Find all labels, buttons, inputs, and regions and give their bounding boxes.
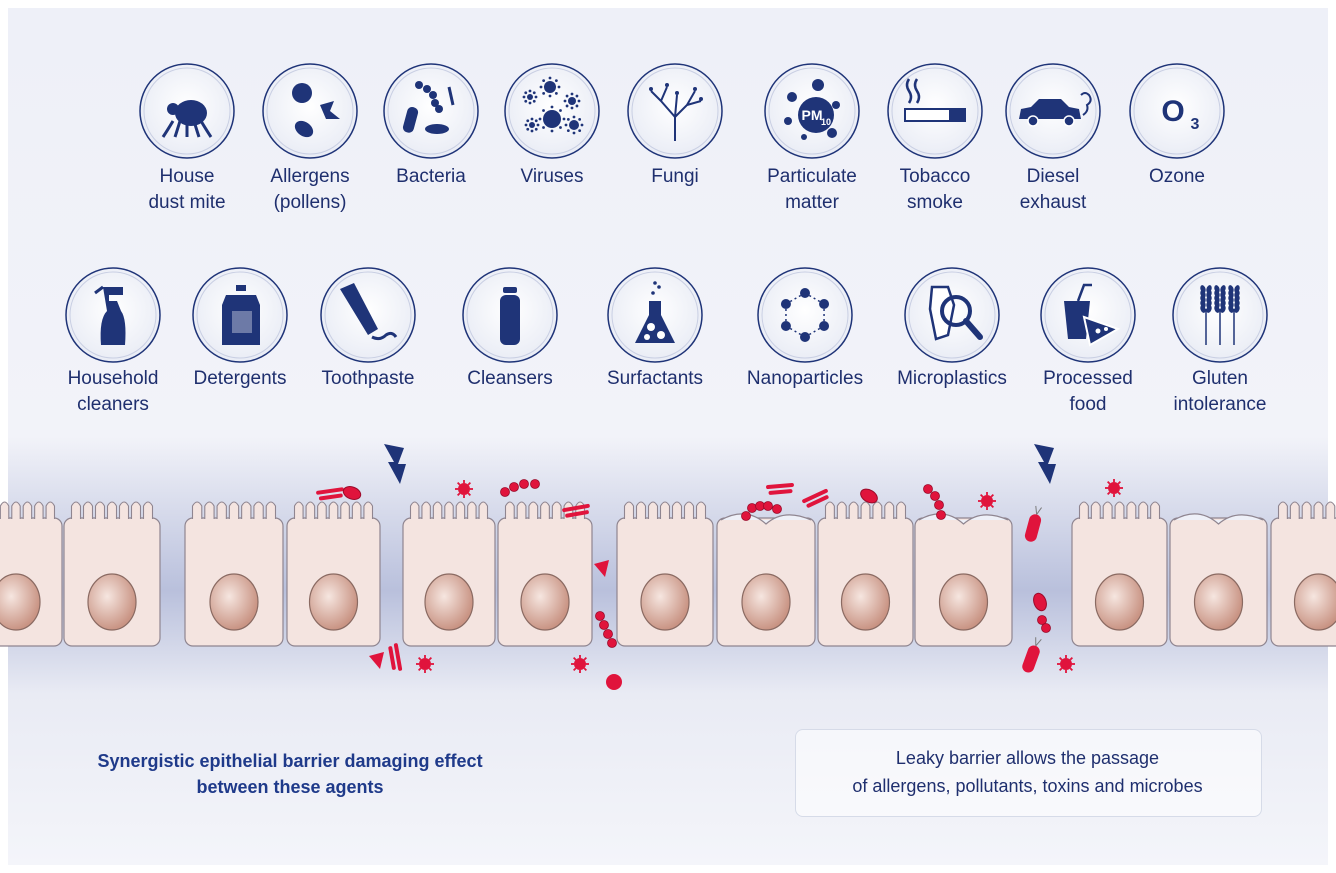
leaky-barrier-caption: Leaky barrier allows the passage of alle… bbox=[795, 744, 1260, 800]
virus-particle bbox=[455, 480, 473, 498]
virus-particle bbox=[978, 492, 996, 510]
dust-mite-icon bbox=[140, 64, 234, 158]
virus-particle bbox=[1105, 479, 1123, 497]
agent-label: Microplastics bbox=[877, 366, 1027, 392]
agent-label: Cleansers bbox=[435, 366, 585, 392]
virus-particle bbox=[571, 655, 589, 673]
epithelial-cell bbox=[1072, 502, 1167, 646]
bacteria-icon bbox=[384, 64, 478, 158]
cleanser-bottle-icon bbox=[463, 268, 557, 362]
virus-icon bbox=[505, 64, 599, 158]
agent-label: Processed food bbox=[1013, 366, 1163, 418]
epithelial-cell bbox=[64, 502, 160, 646]
epithelial-cell bbox=[1170, 514, 1267, 646]
epithelial-cell bbox=[0, 502, 62, 646]
detergent-bottle-icon bbox=[193, 268, 287, 362]
microplastic-magnifier-icon bbox=[905, 268, 999, 362]
agent-label: Nanoparticles bbox=[730, 366, 880, 392]
epithelial-cell bbox=[1271, 502, 1336, 646]
agent-label: Fungi bbox=[600, 164, 750, 190]
epithelial-cell bbox=[617, 502, 713, 646]
wheat-icon bbox=[1173, 268, 1267, 362]
fungi-icon bbox=[628, 64, 722, 158]
agent-label: Ozone bbox=[1102, 164, 1252, 190]
spray-bottle-icon bbox=[66, 268, 160, 362]
agent-label: Toothpaste bbox=[293, 366, 443, 392]
epithelial-cell bbox=[915, 514, 1012, 646]
allergen-particle bbox=[606, 674, 622, 690]
svg-text:O: O bbox=[1161, 95, 1184, 128]
svg-text:PM: PM bbox=[802, 107, 823, 123]
epithelial-cell bbox=[185, 502, 283, 646]
agent-label: Gluten intolerance bbox=[1145, 366, 1295, 418]
agent-label: Surfactants bbox=[580, 366, 730, 392]
epithelial-cell-layer bbox=[0, 502, 1336, 646]
epithelial-cell bbox=[403, 502, 495, 646]
svg-text:3: 3 bbox=[1191, 116, 1200, 133]
cigarette-icon bbox=[888, 64, 982, 158]
toothpaste-icon bbox=[321, 268, 415, 362]
epithelial-cell bbox=[287, 502, 380, 646]
synergy-caption: Synergistic epithelial barrier damaging … bbox=[40, 748, 540, 800]
nanoparticle-ring-icon bbox=[758, 268, 852, 362]
epithelial-cell bbox=[717, 514, 815, 646]
epithelial-cell bbox=[818, 502, 913, 646]
epithelial-cell bbox=[498, 502, 592, 646]
virus-particle bbox=[416, 655, 434, 673]
virus-particle bbox=[1057, 655, 1075, 673]
flask-icon bbox=[608, 268, 702, 362]
pollen-icon bbox=[263, 64, 357, 158]
fast-food-icon bbox=[1041, 268, 1135, 362]
car-exhaust-icon bbox=[1006, 64, 1100, 158]
svg-text:10: 10 bbox=[821, 117, 831, 127]
